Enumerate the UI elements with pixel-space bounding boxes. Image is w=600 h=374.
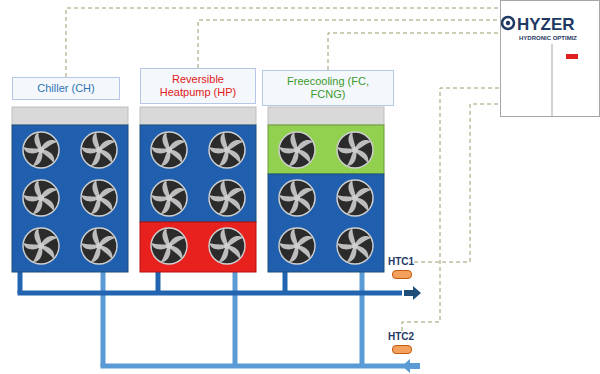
sensor-label: HTC2 xyxy=(388,331,414,343)
signal-line xyxy=(328,33,500,70)
unit-name: Reversible Heatpump (HP) xyxy=(147,73,249,99)
heatpump-unit xyxy=(140,107,256,272)
brand-subtitle: HYDRONIC OPTIMIZ xyxy=(519,35,577,42)
chiller-unit xyxy=(12,107,128,272)
controller-panel xyxy=(500,0,600,117)
signal-line xyxy=(402,88,500,331)
temperature-sensor: HTC2 xyxy=(388,331,414,354)
unit-label: Chiller (CH) xyxy=(12,77,120,100)
freecooling-unit xyxy=(268,107,384,272)
unit-label: Freecooling (FC, FCNG) xyxy=(262,70,394,106)
sensor-label: HTC1 xyxy=(388,256,414,268)
signal-line xyxy=(198,20,500,68)
temperature-sensor: HTC1 xyxy=(388,256,414,279)
sensor-body xyxy=(392,345,412,354)
unit-name: Freecooling (FC, FCNG) xyxy=(269,75,387,101)
brand-name: HYZER xyxy=(517,15,575,35)
return-arrow xyxy=(402,359,420,373)
unit-name: Chiller (CH) xyxy=(19,82,113,95)
signal-line xyxy=(66,8,500,77)
unit-label: Reversible Heatpump (HP) xyxy=(140,68,256,104)
signal-line xyxy=(414,104,500,262)
sensor-body xyxy=(392,270,412,279)
controller-box: HYZERHYDRONIC OPTIMIZ xyxy=(500,0,600,117)
return-pipe xyxy=(101,272,406,366)
supply-arrow xyxy=(404,286,421,300)
supply-pipe xyxy=(18,272,403,293)
